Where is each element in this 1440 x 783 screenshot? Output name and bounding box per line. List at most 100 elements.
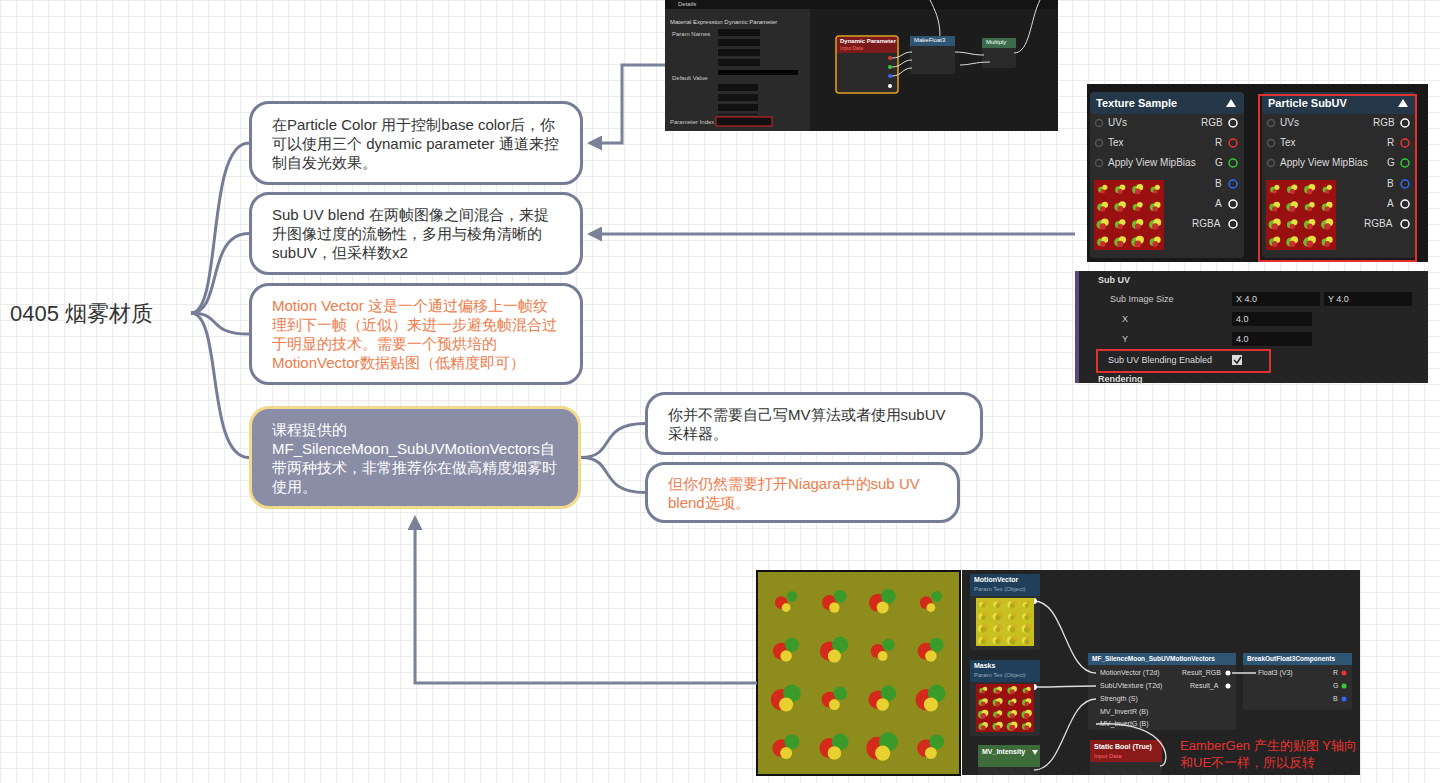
screenshot-subuv-details-part [1097,350,1270,372]
screenshot-texture-nodes-part [1087,84,1428,262]
pin [1102,185,1107,190]
ui-label: RGB [1201,117,1223,129]
pin [1306,240,1313,247]
ui-label: Sub UV Blending Enabled [1108,355,1212,365]
pin [930,638,944,652]
pin [828,746,842,760]
pin [995,627,1000,632]
screenshot-dynamic-parameter-part [718,29,760,36]
annotation-note: EamberGen 产生的贴图 Y轴向和UE不一样，所以反转 [1180,738,1358,772]
screenshot-motion-vector-graph-part [1088,653,1236,730]
pin [1401,119,1409,127]
screenshot-texture-nodes-part [1226,99,1236,107]
pin [931,591,942,602]
pin [779,697,793,711]
ui-label: RGBA [1364,218,1392,230]
screenshot-motion-vector-graph-part [962,570,1360,775]
pin [1272,241,1278,247]
ui-label: Float3 (V3) [1258,669,1293,677]
topic-box: Motion Vector 这是一个通过偏移上一帧纹理到下一帧（近似）来进一步避… [249,283,583,385]
ui-label: MV_InvertG (B) [1100,720,1149,728]
ui-label: MV_InvertR (B) [1100,708,1148,716]
pin [1009,725,1015,731]
screenshot-motion-vector-graph-part [1243,653,1352,665]
ui-label: MotionVector (T2d) [1100,669,1160,677]
ui-label: Strength (S) [1100,695,1138,703]
pin [1290,189,1295,194]
pin [834,590,847,603]
pin [1401,139,1409,147]
screenshot-dynamic-parameter-part [716,117,772,126]
screenshot-texture-nodes [1087,84,1428,262]
pin [1401,159,1409,167]
pin [882,639,894,651]
screenshot-dynamic-parameter-part [930,0,1040,65]
ui-label: Parameter Index [670,119,714,126]
screenshot-subuv-details [1075,271,1428,383]
pin [1229,180,1237,188]
screenshot-texture-nodes-part [1262,92,1416,258]
pin [828,649,841,662]
screenshot-dynamic-parameter-part [718,70,798,75]
screenshot-motion-vector-graph-part [970,574,1040,596]
pin [1229,159,1237,167]
ui-label: G [1215,157,1223,169]
pin [1118,224,1123,229]
pin [981,615,986,620]
pin [1289,206,1295,212]
pin [1010,627,1015,632]
pin [1024,713,1030,719]
pin [780,650,791,661]
screenshot-dynamic-parameter-part [718,84,758,91]
pin [1307,223,1313,229]
topic-text: Sub UV blend 在两帧图像之间混合，来提升图像过度的流畅性，多用与棱角… [272,205,560,262]
pin [1117,241,1123,247]
screenshot-subuv-details-part [1232,312,1312,326]
ui-label: Y 4.0 [1328,294,1349,304]
topic-box: 但你仍然需要打开Niagara中的sub UV blend选项。 [645,462,960,523]
texture-sheet [976,684,1034,732]
pin [995,713,1000,718]
pin [1289,241,1295,247]
ui-label: Material Expression Dynamic Parameter [670,19,777,26]
screenshot-dynamic-parameter-part [888,56,892,60]
pin [1229,119,1237,127]
ui-label: Sub UV [1098,275,1130,285]
ui-label: Param Tex (Object) [974,672,1026,679]
screenshot-texture-nodes-part [1398,99,1408,107]
screenshot-dynamic-parameter-part [718,39,760,46]
pin [1100,206,1105,211]
pin [981,725,986,730]
topic-text: 课程提供的MF_SilenceMoon_SubUVMotionVectors自带… [272,420,558,496]
pin [995,725,1000,730]
screenshot-dynamic-parameter-part [718,59,760,66]
ui-label: Masks [974,662,995,670]
ui-label: B [1333,695,1338,703]
ui-label: Tex [1280,137,1296,149]
screenshot-motion-vector-graph-part [1226,684,1231,689]
ui-label: B [1387,178,1394,190]
ui-label: 4.0 [1236,334,1249,344]
ui-label: Details [678,1,696,8]
screenshot-motion-vector-graph [757,570,1360,775]
pin [1325,189,1329,193]
screenshot-texture-nodes-part [1090,92,1244,258]
screenshot-dynamic-parameter-part [982,38,1016,68]
pin [1324,223,1330,229]
pin [1010,689,1015,694]
screenshot-dynamic-parameter-part [888,65,892,69]
texture-sheet [976,598,1034,646]
pin [1268,160,1275,167]
screenshot-arrows-part [590,65,665,143]
pin [995,639,1000,644]
screenshot-dynamic-parameter-part [888,74,892,78]
branch-connector [191,143,249,313]
ui-label: Particle SubUV [1268,97,1347,110]
ui-label: MakeFloat3 [914,37,945,44]
screenshot-dynamic-parameter-part [665,0,810,131]
topic-text: 你并不需要自己写MV算法或者使用subUV采样器。 [668,405,960,443]
screenshot-dynamic-parameter-part [837,37,897,53]
pin [1024,627,1030,633]
pin [981,604,985,608]
ui-label: Apply View MipBias [1108,157,1196,169]
